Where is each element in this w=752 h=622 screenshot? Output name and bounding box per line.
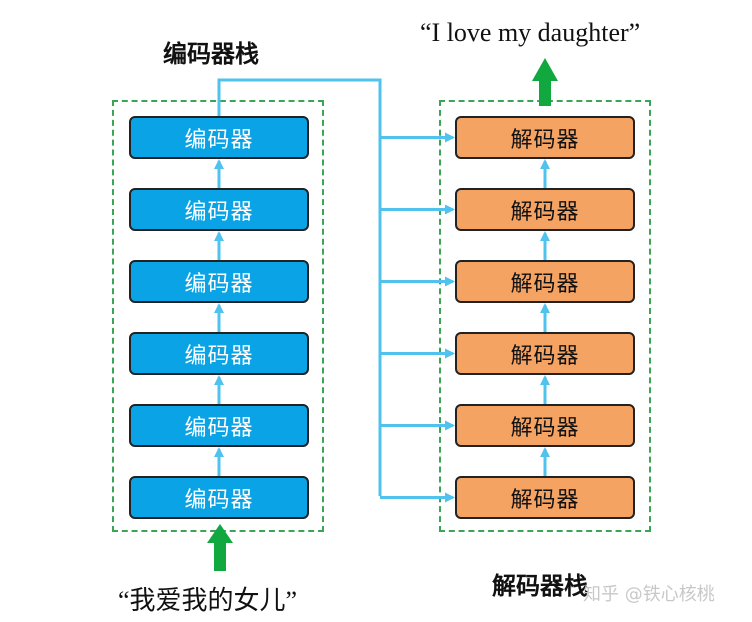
encoder-to-decoder-arrows — [380, 132, 455, 503]
encoder-block-3: 编码器 — [129, 260, 309, 303]
decoder-block-1: 解码器 — [455, 116, 635, 159]
encoder-block-1: 编码器 — [129, 116, 309, 159]
output-arrow — [532, 58, 558, 106]
decoder-block-6: 解码器 — [455, 476, 635, 519]
encoder-stack-title: 编码器栈 — [163, 40, 259, 68]
encoder-block-5: 编码器 — [129, 404, 309, 447]
decoder-block-3: 解码器 — [455, 260, 635, 303]
encoder-block-6: 编码器 — [129, 476, 309, 519]
output-text: “I love my daughter” — [420, 18, 641, 47]
encoder-output-line — [217, 78, 382, 496]
decoder-stack-title: 解码器栈 — [492, 572, 588, 600]
watermark: 知乎 @铁心核桃 — [583, 584, 715, 605]
encoder-block-2: 编码器 — [129, 188, 309, 231]
decoder-block-2: 解码器 — [455, 188, 635, 231]
input-arrow — [207, 524, 233, 571]
input-text: “我爱我的女儿” — [118, 586, 298, 615]
decoder-block-4: 解码器 — [455, 332, 635, 375]
decoder-block-5: 解码器 — [455, 404, 635, 447]
encoder-block-4: 编码器 — [129, 332, 309, 375]
